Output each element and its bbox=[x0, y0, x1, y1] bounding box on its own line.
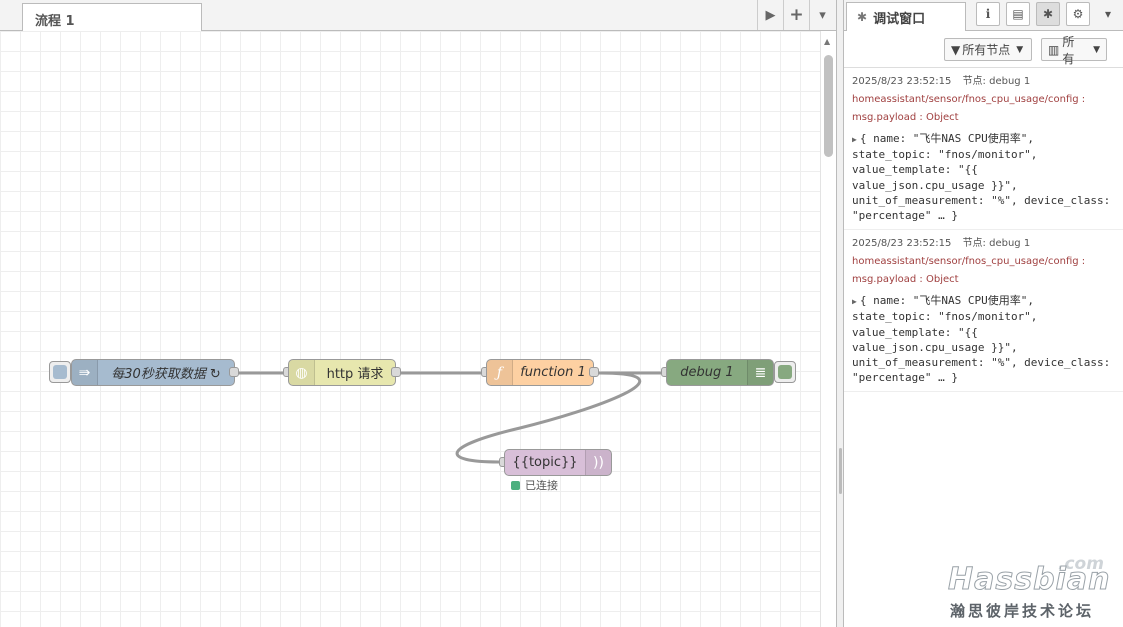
expand-triangle-icon[interactable]: ▶ bbox=[852, 135, 857, 144]
function-output-port[interactable] bbox=[589, 367, 599, 377]
debug-message: 2025/8/23 23:52:15 节点: debug 1 homeassis… bbox=[844, 68, 1123, 231]
function-node-label: function 1 bbox=[520, 365, 586, 380]
canvas-vertical-scrollbar[interactable]: ▲ bbox=[820, 31, 836, 627]
http-request-node-label: http 请求 bbox=[326, 367, 384, 382]
info-tab-button[interactable]: i bbox=[976, 2, 1000, 26]
expand-triangle-icon[interactable]: ▶ bbox=[852, 297, 857, 307]
inject-arrow-icon: ⇛ bbox=[72, 360, 98, 385]
payload-line: unit_of_measurement: "%", device_class: bbox=[852, 356, 1111, 370]
debug-toggle-swatch bbox=[778, 365, 792, 379]
tab-flow-1-label: 流程 1 bbox=[35, 14, 75, 29]
payload-line: ▶{ name: "飞牛NAS CPU使用率", bbox=[852, 294, 1035, 308]
message-payload[interactable]: ▶{ name: "飞牛NAS CPU使用率", state_topic: "f… bbox=[852, 131, 1115, 223]
inject-output-port[interactable] bbox=[229, 367, 239, 377]
sidebar-splitter[interactable] bbox=[836, 0, 844, 627]
http-request-node[interactable]: ◍ http 请求 bbox=[288, 359, 396, 386]
clear-messages-button[interactable]: ▥ 所有 ▼ bbox=[1041, 35, 1107, 66]
plus-icon: + bbox=[789, 5, 804, 25]
payload-line: value_json.cpu_usage }}", bbox=[852, 340, 1018, 354]
message-topic: homeassistant/sensor/fnos_cpu_usage/conf… bbox=[852, 256, 1086, 268]
sidebar: ✱ 调试窗口 i ▤ ✱ ⚙ ▾ ▼ 所有节点 ▼ ▥ 所有 ▼ bbox=[844, 0, 1123, 627]
help-tab-button[interactable]: ▤ bbox=[1006, 2, 1030, 26]
mqtt-status-text: 已连接 bbox=[525, 479, 558, 492]
payload-line: value_template: "{{ bbox=[852, 325, 978, 339]
bug-icon: ✱ bbox=[857, 10, 868, 24]
tab-flow-1[interactable]: 流程 1 bbox=[22, 3, 202, 31]
tab-scroll-right-button[interactable]: ▶ bbox=[757, 0, 783, 30]
config-tab-button[interactable]: ⚙ bbox=[1066, 2, 1090, 26]
debug-node[interactable]: debug 1 ≣ bbox=[666, 359, 774, 386]
scrollbar-thumb[interactable] bbox=[824, 55, 833, 157]
chevron-down-icon: ▼ bbox=[1016, 44, 1024, 55]
message-payload-type: msg.payload : Object bbox=[852, 112, 959, 123]
message-meta: 2025/8/23 23:52:15 节点: debug 1 bbox=[852, 235, 1115, 253]
message-topic: homeassistant/sensor/fnos_cpu_usage/conf… bbox=[852, 94, 1086, 105]
message-payload-type: msg.payload : Object bbox=[852, 274, 959, 286]
broadcast-icon: )) bbox=[585, 450, 611, 475]
payload-line: state_topic: "fnos/monitor", bbox=[852, 148, 1038, 162]
chevron-down-icon: ▾ bbox=[1104, 7, 1112, 21]
play-icon: ▶ bbox=[765, 7, 776, 23]
mqtt-node-label: {{topic}} bbox=[512, 455, 578, 470]
debug-toolbar: ▼ 所有节点 ▼ ▥ 所有 ▼ bbox=[844, 31, 1123, 68]
sidebar-menu-button[interactable]: ▾ bbox=[1096, 2, 1120, 26]
trash-icon: ▥ bbox=[1048, 42, 1060, 57]
message-meta: 2025/8/23 23:52:15 节点: debug 1 bbox=[852, 73, 1115, 91]
add-flow-button[interactable]: + bbox=[783, 0, 809, 30]
gear-icon: ⚙ bbox=[1072, 7, 1084, 21]
function-node[interactable]: ƒ function 1 bbox=[486, 359, 594, 386]
tab-debug[interactable]: ✱ 调试窗口 bbox=[846, 2, 966, 31]
flow-list-button[interactable]: ▾ bbox=[809, 0, 835, 30]
payload-line: state_topic: "fnos/monitor", bbox=[852, 310, 1038, 324]
node-filter-label: 所有节点 bbox=[962, 43, 1011, 57]
status-dot-icon bbox=[511, 480, 520, 490]
function-icon: ƒ bbox=[487, 360, 513, 385]
payload-line: ▶{ name: "飞牛NAS CPU使用率", bbox=[852, 132, 1035, 145]
mqtt-status: 已连接 bbox=[511, 477, 558, 493]
debug-message-list: 2025/8/23 23:52:15 节点: debug 1 homeassis… bbox=[844, 68, 1123, 627]
filter-icon: ▼ bbox=[951, 42, 961, 57]
chevron-down-icon: ▼ bbox=[1093, 44, 1100, 55]
watermark-com: .com bbox=[1058, 554, 1104, 574]
message-payload[interactable]: ▶{ name: "飞牛NAS CPU使用率", state_topic: "f… bbox=[852, 293, 1115, 385]
workspace-tab-bar: 流程 1 ▶ + ▾ bbox=[0, 0, 836, 31]
chevron-down-icon: ▾ bbox=[819, 7, 826, 23]
watermark-brand: Hassbian bbox=[947, 562, 1111, 598]
node-filter-dropdown[interactable]: ▼ 所有节点 ▼ bbox=[944, 38, 1032, 61]
payload-line: "percentage" … } bbox=[852, 209, 958, 223]
bug-icon: ✱ bbox=[1042, 7, 1054, 21]
message-time: 2025/8/23 23:52:15 bbox=[852, 76, 952, 87]
debug-list-icon: ≣ bbox=[747, 360, 773, 385]
inject-trigger-button[interactable] bbox=[49, 361, 71, 383]
watermark-logo: .com Hassbian 瀚思彼岸技术论坛 bbox=[944, 550, 1114, 622]
info-icon: i bbox=[985, 7, 991, 21]
flow-canvas[interactable]: ⇛ 每30秒获取数据 ↻ ◍ http 请求 ƒ function 1 debu… bbox=[0, 31, 820, 627]
message-node[interactable]: 节点: debug 1 bbox=[962, 238, 1031, 250]
payload-line: value_json.cpu_usage }}", bbox=[852, 178, 1018, 192]
debug-tab-button[interactable]: ✱ bbox=[1036, 2, 1060, 26]
message-node[interactable]: 节点: debug 1 bbox=[962, 76, 1031, 87]
clear-messages-label: 所有 bbox=[1062, 34, 1075, 66]
globe-icon: ◍ bbox=[289, 360, 315, 385]
wires-layer bbox=[239, 371, 661, 464]
watermark-cn: 瀚思彼岸技术论坛 bbox=[950, 602, 1095, 620]
inject-node-label: 每30秒获取数据 ↻ bbox=[111, 367, 221, 382]
payload-line: "percentage" … } bbox=[852, 371, 958, 385]
inject-trigger-swatch bbox=[53, 365, 67, 379]
payload-line: value_template: "{{ bbox=[852, 163, 978, 177]
sidebar-tab-bar: ✱ 调试窗口 i ▤ ✱ ⚙ ▾ bbox=[844, 0, 1123, 31]
wire-function-mqtt[interactable] bbox=[455, 371, 642, 464]
debug-toggle-button[interactable] bbox=[774, 361, 796, 383]
http-output-port[interactable] bbox=[391, 367, 401, 377]
message-time: 2025/8/23 23:52:15 bbox=[852, 238, 952, 250]
tab-debug-label: 调试窗口 bbox=[873, 11, 926, 27]
payload-line: unit_of_measurement: "%", device_class: bbox=[852, 193, 1111, 207]
debug-message: 2025/8/23 23:52:15 节点: debug 1 homeassis… bbox=[844, 230, 1123, 393]
mqtt-out-node[interactable]: {{topic}} )) bbox=[504, 449, 612, 476]
splitter-grip-icon[interactable] bbox=[839, 448, 842, 494]
scroll-up-icon[interactable]: ▲ bbox=[824, 37, 831, 46]
book-icon: ▤ bbox=[1012, 7, 1024, 21]
debug-node-label: debug 1 bbox=[680, 365, 734, 380]
inject-node[interactable]: ⇛ 每30秒获取数据 ↻ bbox=[71, 359, 235, 386]
